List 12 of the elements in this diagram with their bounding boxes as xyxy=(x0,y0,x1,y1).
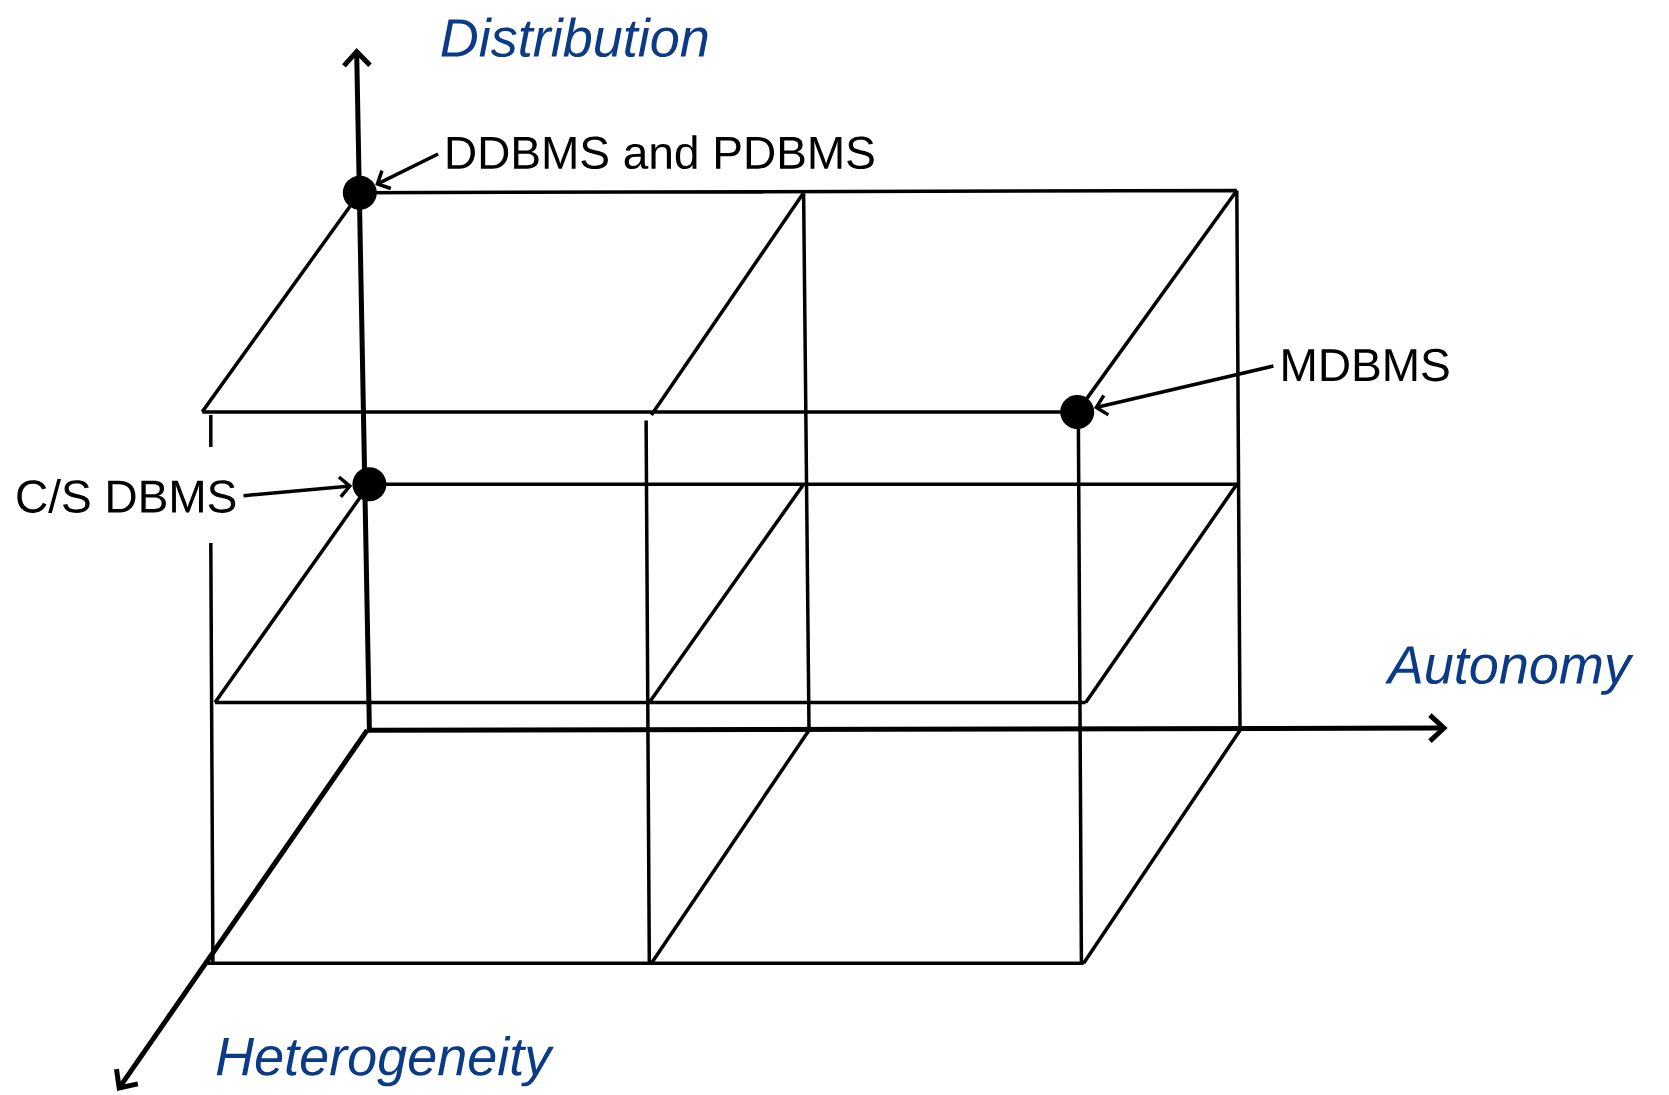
axis-label: Autonomy xyxy=(1385,646,1634,695)
node-label: C/S DBMS xyxy=(17,479,236,513)
dot-marker xyxy=(342,175,377,210)
leader-arrow xyxy=(375,152,439,191)
axis-label: Heterogeneity xyxy=(216,1036,554,1087)
dot-marker xyxy=(352,467,387,502)
dot-marker xyxy=(1060,394,1095,429)
leader-arrow xyxy=(243,475,353,499)
axis-label: Distribution xyxy=(441,17,708,58)
node-label: DDBMS and PDBMS xyxy=(447,135,874,170)
leader-arrow xyxy=(1093,364,1274,417)
node-label: MDBMS xyxy=(1283,348,1449,382)
